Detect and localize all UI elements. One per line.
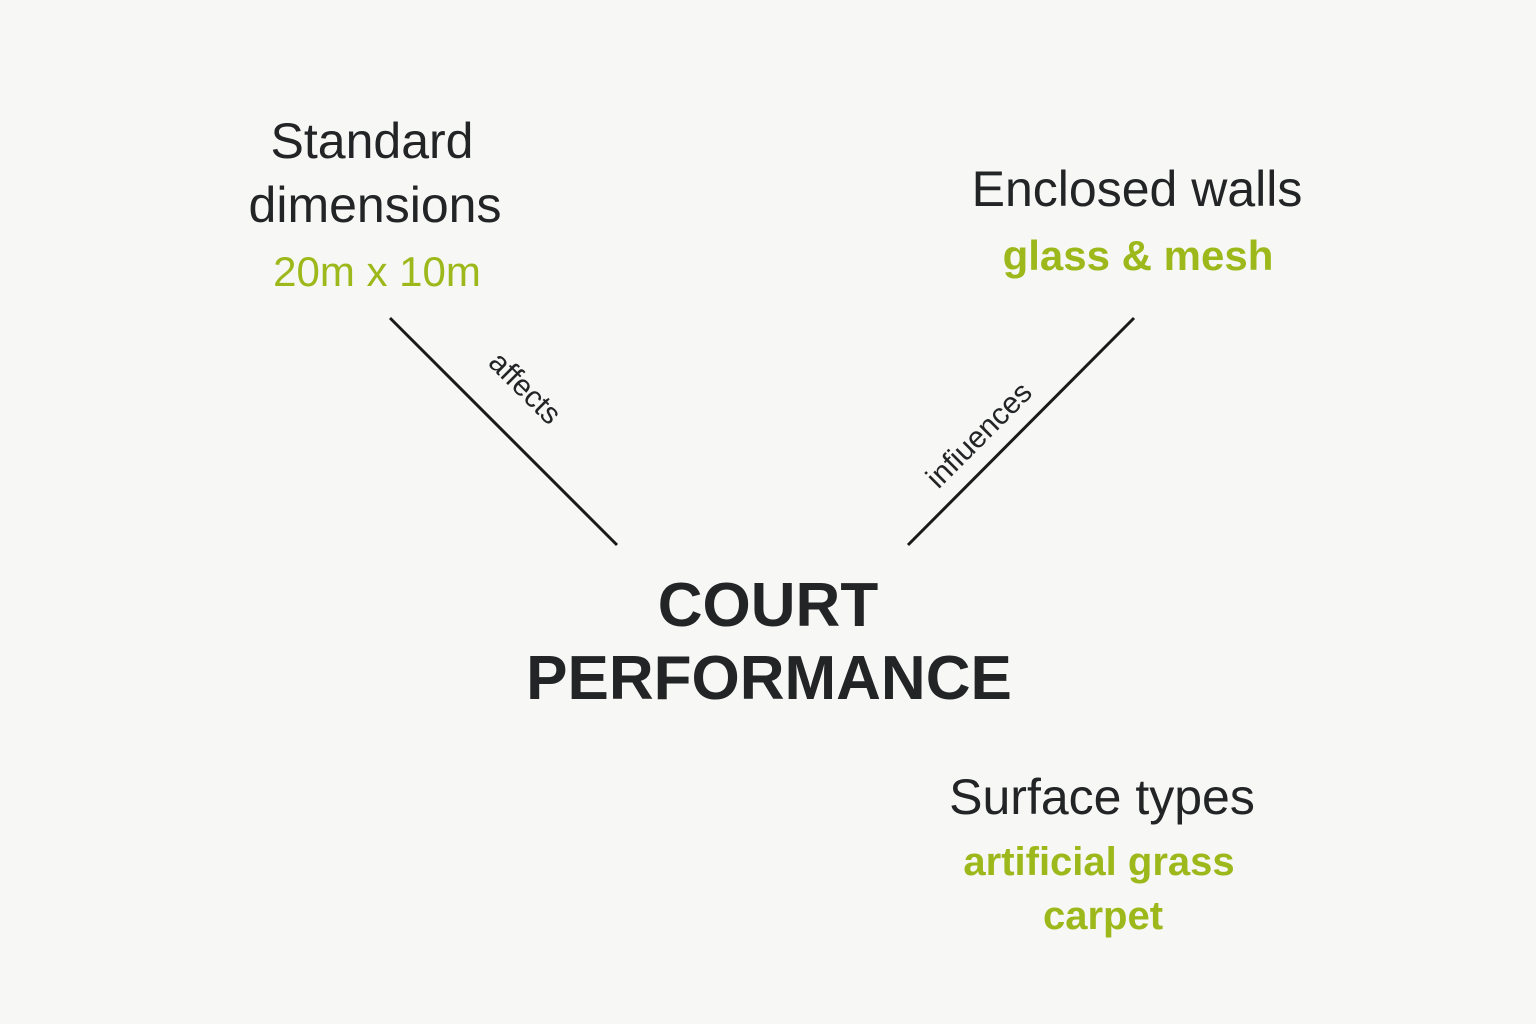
node-title: Enclosed walls xyxy=(972,161,1303,217)
node-detail: glass & mesh xyxy=(1003,232,1274,279)
node-title: Surface types xyxy=(949,769,1255,825)
connector-line xyxy=(388,316,619,547)
center-title: COURT xyxy=(658,571,879,640)
center-node: COURT PERFORMANCE xyxy=(526,571,1012,713)
connector-line xyxy=(906,316,1136,547)
node-detail: 20m x 10m xyxy=(273,248,481,295)
node-detail: carpet xyxy=(1043,894,1163,938)
center-title: PERFORMANCE xyxy=(526,644,1012,713)
node-detail: artificial grass xyxy=(963,840,1234,884)
node-title: dimensions xyxy=(249,177,502,233)
node-dimensions: Standard dimensions 20m x 10m xyxy=(249,113,502,295)
node-title: Standard xyxy=(271,113,474,169)
node-surface: Surface types artificial grass carpet xyxy=(949,769,1255,938)
node-walls: Enclosed walls glass & mesh xyxy=(972,161,1303,279)
